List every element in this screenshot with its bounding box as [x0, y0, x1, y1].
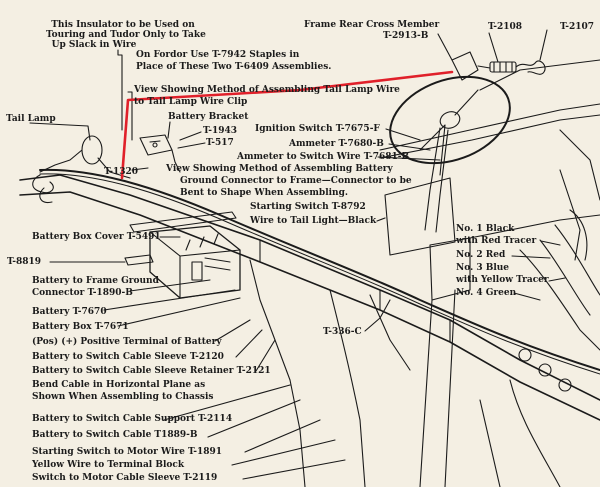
main-harness [39, 168, 600, 371]
label-wire-no3-line-1: No. 3 Blue [456, 263, 510, 273]
label-t2108: T-2108 [488, 22, 522, 32]
label-motor-sleeve: Switch to Motor Cable Sleeve T-2119 [32, 473, 218, 483]
label-t336c: T-336-C [323, 327, 362, 337]
label-wire-no3-line-2: with Yellow Tracer [456, 275, 549, 285]
label-t2107: T-2107 [560, 22, 594, 32]
label-wire-no1-line-1: No. 1 Black [456, 224, 515, 234]
label-tail-lamp: Tail Lamp [6, 114, 56, 124]
label-cable-t1889b: Battery to Switch Cable T1889-B [32, 430, 198, 440]
label-motor-wire: Starting Switch to Motor Wire T-1891 [32, 447, 223, 457]
label-starting-switch: Starting Switch T-8792 [250, 202, 366, 212]
label-frame-ground-line-1: Battery to Frame Ground [32, 276, 159, 286]
frame-rail [19, 174, 600, 401]
label-t2913b: T-2913-B [383, 31, 429, 41]
label-yellow-wire: Yellow Wire to Terminal Block [32, 460, 185, 470]
label-frame-rear-cross-member: Frame Rear Cross Member [304, 20, 440, 30]
label-battery-t7670: Battery T-7670 [32, 307, 107, 317]
frame-rear-cross-member [451, 51, 479, 81]
label-sleeve-retainer: Battery to Switch Cable Sleeve Retainer … [32, 366, 271, 376]
label-view-clip-line-2: to Tail Lamp Wire Clip [134, 97, 248, 107]
label-view-ground-line-2: Ground Connector to Frame—Connector to b… [180, 176, 412, 186]
label-fordor-line-1: On Fordor Use T-7942 Staples in [136, 50, 300, 60]
label-ignition-switch: Ignition Switch T-7675-F [255, 124, 380, 134]
label-wire-no1-line-2: with Red Tracer [456, 236, 537, 246]
label-ammeter-wire: Ammeter to Switch Wire T-7681-B [237, 152, 410, 162]
battery-box [149, 225, 241, 299]
label-battery-box-cover: Battery Box Cover T-5491 [32, 232, 161, 242]
label-cable-sleeve: Battery to Switch Cable Sleeve T-2120 [32, 352, 224, 362]
label-ammeter: Ammeter T-7680-B [289, 139, 384, 149]
frame-rail-lower [19, 191, 600, 421]
label-battery-box: Battery Box T-7671 [32, 322, 129, 332]
label-view-ground-line-1: View Showing Method of Assembling Batter… [166, 164, 393, 174]
label-positive-terminal: (Pos) (+) Positive Terminal of Battery [32, 337, 222, 347]
label-cable-support: Battery to Switch Cable Support T-2114 [32, 414, 233, 424]
label-insulator-line-3: Up Slack in Wire [51, 40, 137, 50]
label-view-ground-line-3: Bent to Shape When Assembling. [180, 188, 349, 198]
label-wire-no4: No. 4 Green [456, 288, 517, 298]
label-battery-bracket: Battery Bracket [168, 112, 249, 122]
label-frame-ground-line-2: Connector T-1890-B [32, 288, 133, 298]
label-wire-no2: No. 2 Red [456, 250, 506, 260]
label-insulator-line-2: Touring and Tudor Only to Take [46, 30, 206, 40]
label-insulator-line-1: This Insulator to be Used on [51, 20, 195, 30]
label-fordor-line-2: Place of These Two T-6409 Assemblies. [136, 62, 332, 72]
label-t517: T-517 [206, 138, 234, 148]
label-bend-cable-line-2: Shown When Assembling to Chassis [32, 392, 214, 402]
label-t1320: T-1320 [104, 167, 138, 177]
label-bend-cable-line-1: Bend Cable in Horizontal Plane as [32, 380, 206, 390]
label-view-clip-line-1: View Showing Method of Assembling Tail L… [134, 85, 400, 95]
label-wire-tail-light: Wire to Tail Light—Black [250, 216, 377, 226]
label-t1943: T-1943 [203, 126, 237, 136]
label-t8819: T-8819 [7, 257, 41, 267]
highlighted-tail-light-wire [120, 70, 454, 180]
